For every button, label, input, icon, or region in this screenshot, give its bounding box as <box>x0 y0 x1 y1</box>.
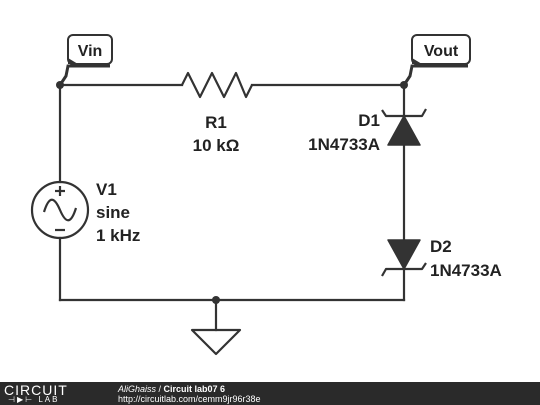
resistor-r1-value: 10 kΩ <box>193 136 240 155</box>
credit-separator: / <box>156 384 164 394</box>
ground-symbol[interactable] <box>190 328 242 356</box>
probe-vout-label: Vout <box>424 43 459 60</box>
probe-vin-label: Vin <box>78 43 103 60</box>
resistor-r1-symbol[interactable] <box>181 71 253 99</box>
footer-bar: CIRCUIT ⊣▶⊢ LAB AliGhaiss / Circuit lab0… <box>0 382 540 405</box>
source-v1-frequency: 1 kHz <box>96 226 140 245</box>
diode-d1-name: D1 <box>358 111 380 130</box>
voltage-source-v1-symbol[interactable] <box>30 180 90 240</box>
circuit-title: Circuit lab07 6 <box>163 384 226 394</box>
junction-ground <box>212 296 220 304</box>
zener-diode-d2-symbol[interactable] <box>381 239 427 277</box>
circuitlab-logo-bottom: ⊣▶⊢ LAB <box>8 395 59 404</box>
circuit-schematic: R1 10 kΩ V1 sine 1 kHz D1 1N4733A D2 1N4… <box>30 34 502 356</box>
probe-vout[interactable] <box>402 34 471 86</box>
circuitlab-logo-top[interactable]: CIRCUIT <box>4 382 68 398</box>
wires <box>58 83 406 332</box>
zener-diode-d1-symbol[interactable] <box>381 108 427 146</box>
probe-vin[interactable] <box>58 34 113 86</box>
logo-lab-text: LAB <box>38 395 60 404</box>
credit-line: AliGhaiss / Circuit lab07 6 <box>118 384 225 394</box>
diode-d1-model: 1N4733A <box>308 135 380 154</box>
resistor-r1-name: R1 <box>205 113 227 132</box>
source-v1-name: V1 <box>96 180 117 199</box>
circuit-url[interactable]: http://circuitlab.com/cemm9jr96r38e <box>118 394 261 404</box>
author-link[interactable]: AliGhaiss <box>118 384 157 394</box>
source-v1-type: sine <box>96 203 130 222</box>
diode-d2-model: 1N4733A <box>430 261 502 280</box>
logo-diode-icon: ⊣▶⊢ <box>8 395 39 404</box>
diode-d2-name: D2 <box>430 237 452 256</box>
